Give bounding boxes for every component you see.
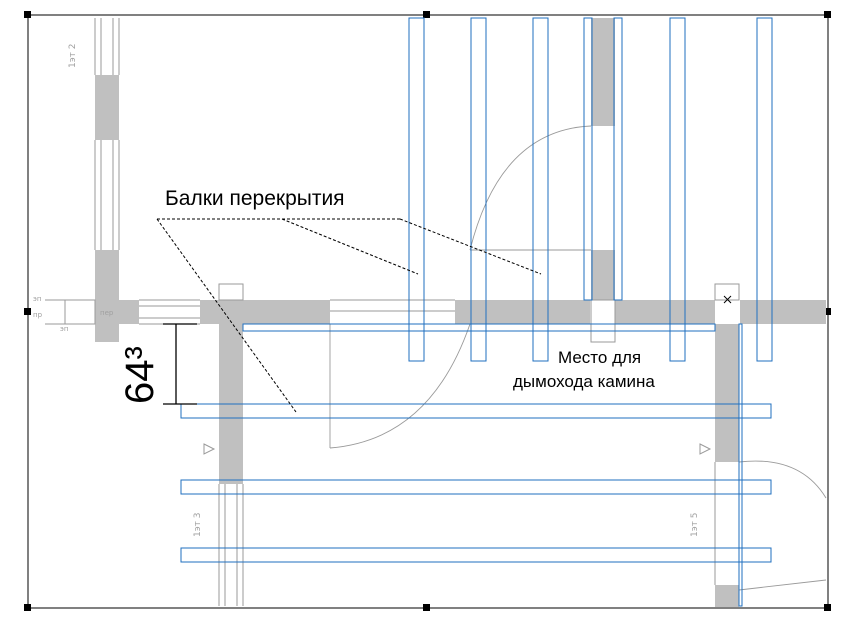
wall-vertical-right: [715, 324, 739, 462]
wall-left-low: [95, 320, 119, 342]
vertical-beams: [408, 17, 773, 607]
wall-vertical-right-low: [715, 585, 739, 607]
leader-lines: [156, 218, 542, 413]
floor-tag-5: 1эт 5: [690, 513, 700, 538]
triangle-mark: [203, 443, 216, 455]
cross-mark: [723, 295, 732, 304]
marks: [45, 299, 712, 455]
grip-handle[interactable]: [24, 604, 31, 611]
per-tag: пер: [100, 309, 114, 317]
wall-chimney-top: [591, 18, 615, 126]
wall-left-upper: [95, 75, 119, 140]
beam-v-2: [470, 17, 487, 362]
door-swings: [329, 125, 827, 591]
horizontal-beams: [180, 323, 772, 563]
triangle-mark: [699, 443, 712, 455]
beam-v-6: [669, 17, 686, 362]
grip-handle[interactable]: [824, 604, 831, 611]
wall-horizontal-e: [740, 300, 826, 324]
grip-handle[interactable]: [824, 11, 831, 18]
beams-label: Балки перекрытия: [165, 187, 345, 210]
walls: [95, 18, 826, 607]
chimney-label-line-2: дымохода камина: [513, 372, 655, 391]
grip-handle[interactable]: [24, 308, 31, 315]
frame-grips[interactable]: [24, 11, 831, 611]
grip-handle[interactable]: [824, 308, 831, 315]
wall-horizontal-a: [119, 300, 139, 324]
beam-h-3: [180, 479, 772, 495]
left-tag-3: эп: [60, 325, 68, 333]
wall-horizontal-b: [200, 300, 330, 324]
floor-tag-3: 1эт 3: [193, 513, 203, 538]
beam-v-1: [408, 17, 425, 362]
dimension-label: 64³: [118, 346, 162, 404]
beam-v-4: [583, 17, 593, 301]
beam-h-4: [180, 547, 772, 563]
grip-handle[interactable]: [24, 11, 31, 18]
floor-tag-2: 1эт 2: [68, 44, 78, 69]
grip-handle[interactable]: [423, 11, 430, 18]
left-tag-1: эп: [33, 295, 41, 303]
beam-v-7: [756, 17, 773, 362]
beam-h-1: [242, 323, 716, 332]
left-tag-2: пр: [33, 311, 43, 319]
wall-horizontal-d: [615, 300, 715, 324]
wall-chimney-mid: [591, 250, 615, 300]
chimney-label-line-1: Место для: [558, 348, 641, 367]
beam-v-8: [738, 323, 743, 607]
wall-left-mid: [95, 250, 119, 320]
dimension-line: [163, 323, 197, 405]
beam-v-5: [613, 17, 623, 301]
beam-h-2: [180, 403, 772, 419]
beam-v-3: [532, 17, 549, 362]
grip-handle[interactable]: [423, 604, 430, 611]
wall-horizontal-c: [455, 300, 590, 324]
